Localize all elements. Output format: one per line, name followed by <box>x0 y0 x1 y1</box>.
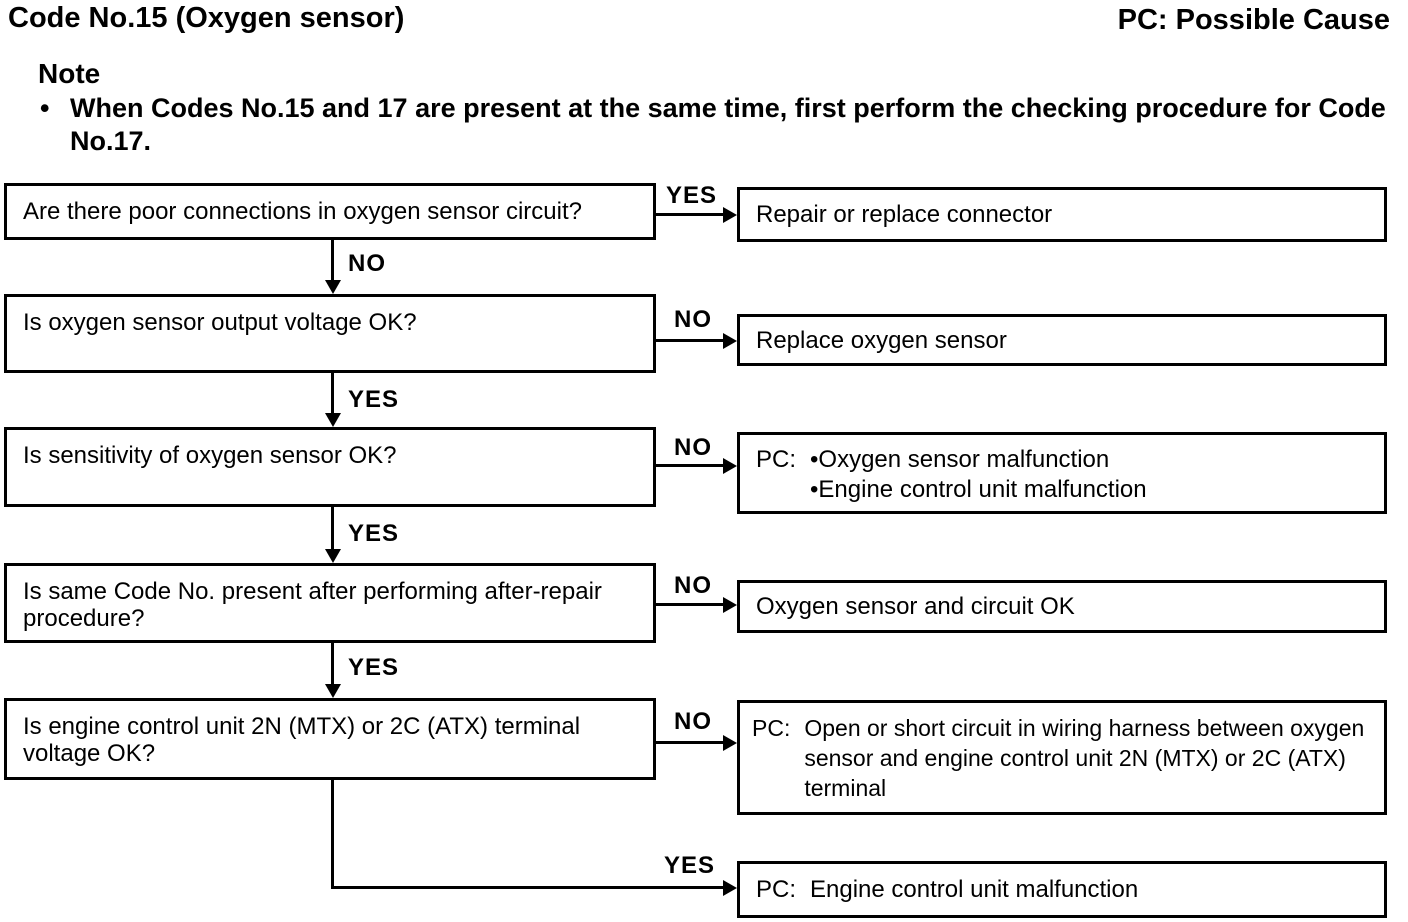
question-text-5: Is engine control unit 2N (MTX) or 2C (A… <box>23 713 581 767</box>
arrow-right-icon <box>723 207 737 223</box>
pc-prefix-final: PC: <box>756 876 797 903</box>
page-title: Code No.15 (Oxygen sensor) <box>8 2 405 34</box>
question-box-4: Is same Code No. present after performin… <box>4 563 656 643</box>
pc-prefix-3: PC: <box>756 446 797 473</box>
arrow-right-icon <box>723 597 737 613</box>
result-box-1: Repair or replace connector <box>737 187 1387 242</box>
arrow-right-icon <box>723 735 737 751</box>
branch-label-yes-1: YES <box>666 182 718 209</box>
arrow-down-icon <box>325 413 341 427</box>
branch-label-yes-2: YES <box>348 386 400 413</box>
arrow-right-icon <box>723 880 737 896</box>
arrow-down-icon <box>325 280 341 294</box>
arrow-right-icon <box>723 458 737 474</box>
connector-line-no-3 <box>656 464 723 467</box>
arrow-down-icon <box>325 549 341 563</box>
branch-label-no-1: NO <box>348 250 386 277</box>
note-text: When Codes No.15 and 17 are present at t… <box>70 93 1386 156</box>
note-heading: Note <box>38 58 101 89</box>
result-box-4: Oxygen sensor and circuit OK <box>737 580 1387 633</box>
result-bullet-1: •Oxygen sensor malfunction <box>810 446 1110 473</box>
connector-line-no-1 <box>331 240 334 280</box>
result-box-2: Replace oxygen sensor <box>737 314 1387 366</box>
question-box-3: Is sensitivity of oxygen sensor OK? <box>4 427 656 507</box>
branch-label-yes-final: YES <box>664 852 716 879</box>
result-bullet-2: •Engine control unit malfunction <box>810 476 1147 503</box>
note-bullet-icon: • <box>40 93 50 123</box>
connector-line-yes-2 <box>331 373 334 413</box>
result-text-4: Oxygen sensor and circuit OK <box>756 593 1075 620</box>
result-text-final: Engine control unit malfunction <box>810 876 1139 903</box>
connector-line-yes-final-horizontal <box>331 886 723 889</box>
question-text-4: Is same Code No. present after performin… <box>23 578 602 632</box>
question-box-5: Is engine control unit 2N (MTX) or 2C (A… <box>4 698 656 780</box>
connector-line-no-5 <box>656 741 723 744</box>
branch-label-no-4: NO <box>674 572 712 599</box>
branch-label-no-2: NO <box>674 306 712 333</box>
question-box-1: Are there poor connections in oxygen sen… <box>4 183 656 240</box>
question-box-2: Is oxygen sensor output voltage OK? <box>4 294 656 373</box>
arrow-down-icon <box>325 684 341 698</box>
question-text-3: Is sensitivity of oxygen sensor OK? <box>23 442 397 469</box>
branch-label-yes-4: YES <box>348 654 400 681</box>
result-bullet-list-3: •Oxygen sensor malfunction •Engine contr… <box>810 445 1147 505</box>
connector-line-no-2 <box>656 339 723 342</box>
pc-prefix-5: PC: <box>752 715 791 741</box>
branch-label-no-5: NO <box>674 708 712 735</box>
result-text-1: Repair or replace connector <box>756 201 1053 228</box>
result-box-5: PC: Open or short circuit in wiring harn… <box>737 700 1387 815</box>
branch-label-yes-3: YES <box>348 520 400 547</box>
result-box-3: PC: •Oxygen sensor malfunction •Engine c… <box>737 432 1387 514</box>
connector-line-yes-1 <box>656 213 723 216</box>
result-text-5: Open or short circuit in wiring harness … <box>804 715 1365 801</box>
arrow-right-icon <box>723 333 737 349</box>
result-box-final: PC: Engine control unit malfunction <box>737 861 1387 918</box>
connector-line-yes-final <box>331 780 334 889</box>
connector-line-no-4 <box>656 603 723 606</box>
connector-line-yes-4 <box>331 643 334 684</box>
branch-label-no-3: NO <box>674 434 712 461</box>
result-text-2: Replace oxygen sensor <box>756 326 1007 354</box>
pc-legend: PC: Possible Cause <box>1117 4 1390 36</box>
question-text-1: Are there poor connections in oxygen sen… <box>23 198 582 225</box>
question-text-2: Is oxygen sensor output voltage OK? <box>23 309 417 336</box>
connector-line-yes-3 <box>331 507 334 549</box>
note: • When Codes No.15 and 17 are present at… <box>40 92 1396 158</box>
